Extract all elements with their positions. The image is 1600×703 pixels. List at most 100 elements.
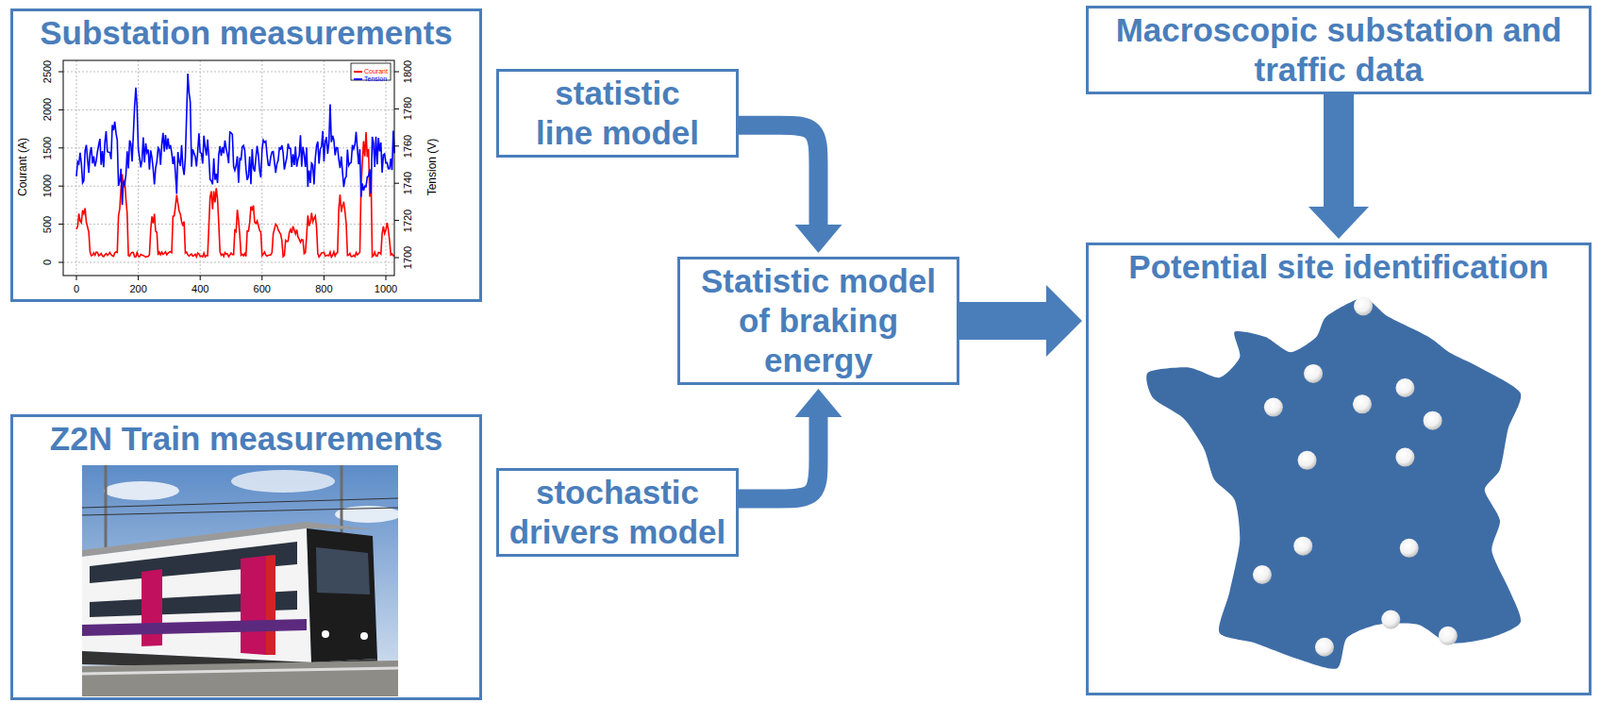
tick-mark	[58, 185, 64, 187]
legend-entry: Tension	[353, 75, 387, 83]
site-dot	[1400, 538, 1419, 558]
train-headlight	[360, 632, 368, 640]
tick-label: 1800	[402, 60, 414, 84]
panel-box: Z2N Train measurements	[10, 414, 483, 700]
measurement-chart	[58, 60, 400, 281]
france-map	[1146, 296, 1521, 668]
box-label: Statistic model of braking energy	[687, 261, 950, 381]
legend-text: Courant	[364, 67, 388, 75]
overhead-wire	[82, 507, 399, 516]
box-label: Substation measurements	[39, 13, 453, 53]
tick-label: 1700	[402, 246, 414, 269]
tick-mark	[394, 71, 400, 73]
tick-label: 1000	[42, 174, 53, 198]
tick-label: 400	[191, 283, 209, 295]
train-body	[82, 528, 312, 663]
site-dot	[1252, 565, 1272, 584]
tick-label: 1740	[402, 171, 414, 195]
axis-title: Courant (A)	[16, 137, 29, 197]
site-dot	[1298, 450, 1317, 470]
grid-line	[63, 109, 395, 111]
tick-label: 500	[42, 215, 53, 233]
tick-label: 0	[73, 283, 80, 295]
grid-line	[63, 223, 395, 225]
tick-mark	[58, 223, 64, 225]
site-dot	[1423, 411, 1443, 431]
process-box: Macroscopic substation and traffic data	[1085, 5, 1592, 95]
tick-mark	[385, 275, 387, 281]
tick-mark	[58, 147, 64, 149]
legend-text: Tension	[364, 75, 387, 83]
flow-arrow	[959, 301, 1047, 340]
tick-label: 200	[129, 283, 147, 295]
tick-mark	[394, 257, 400, 259]
site-dot	[1303, 364, 1323, 384]
site-dot	[1381, 610, 1400, 630]
tick-mark	[394, 183, 400, 184]
grid-line	[323, 60, 325, 276]
tick-label: 600	[253, 283, 271, 295]
platform	[82, 660, 399, 697]
cloud	[103, 481, 180, 500]
tick-label: 1760	[402, 134, 414, 158]
site-dot	[1395, 378, 1415, 398]
box-label: Macroscopic substation and traffic data	[1096, 10, 1582, 90]
tick-mark	[261, 275, 263, 281]
grid-line	[385, 60, 387, 276]
box-label: statistic line model	[528, 73, 708, 153]
train-door	[240, 555, 267, 655]
train-stripe	[82, 618, 307, 636]
flow-arrow	[738, 125, 819, 225]
sky	[82, 465, 399, 697]
tick-mark	[394, 145, 400, 147]
tick-mark	[58, 262, 64, 264]
train-door	[141, 568, 163, 647]
tick-label: 0	[42, 259, 53, 266]
box-label: Z2N Train measurements	[50, 418, 443, 459]
site-dot	[1264, 398, 1284, 417]
tick-mark	[58, 109, 64, 111]
tick-label: 1000	[374, 283, 398, 295]
tick-mark	[200, 275, 201, 281]
tick-mark	[58, 71, 64, 73]
train-door-stripe	[266, 554, 276, 655]
overhead-wire	[82, 498, 399, 508]
voltage-series	[76, 73, 395, 205]
tick-label: 1720	[402, 208, 414, 232]
flow-arrow	[1323, 94, 1354, 207]
site-dot	[1395, 448, 1415, 467]
tick-label: 2500	[42, 60, 53, 84]
site-dot	[1352, 394, 1372, 414]
grid-line	[200, 60, 201, 276]
grid-line	[137, 60, 139, 276]
tick-mark	[137, 275, 139, 281]
platform-line	[82, 667, 399, 674]
panel-box: Potential site identification	[1085, 242, 1592, 696]
box-label: stochastic drivers model	[506, 472, 729, 552]
legend-entry: Courant	[353, 67, 388, 75]
axis-title: Tension (V)	[426, 138, 438, 197]
train-front	[306, 528, 378, 663]
flow-arrow	[738, 416, 819, 499]
site-dot	[1353, 296, 1373, 316]
site-dot	[1315, 637, 1334, 657]
process-box: stochastic drivers model	[496, 467, 739, 557]
tick-label: 1500	[42, 136, 53, 160]
tick-label: 1780	[402, 97, 414, 120]
tick-mark	[394, 219, 400, 221]
legend-swatch	[353, 70, 363, 73]
grid-line	[63, 71, 395, 73]
tick-mark	[76, 275, 78, 281]
tick-mark	[323, 275, 325, 281]
plot-frame	[63, 60, 395, 276]
process-box: statistic line model	[496, 68, 739, 158]
grid-line	[63, 262, 395, 264]
tick-mark	[394, 108, 400, 110]
box-label: Potential site identification	[1128, 247, 1549, 287]
train-windshield	[316, 547, 370, 595]
tick-label: 800	[315, 283, 333, 295]
cloud	[231, 469, 335, 493]
site-dot	[1438, 626, 1458, 646]
train-photo	[82, 465, 399, 697]
